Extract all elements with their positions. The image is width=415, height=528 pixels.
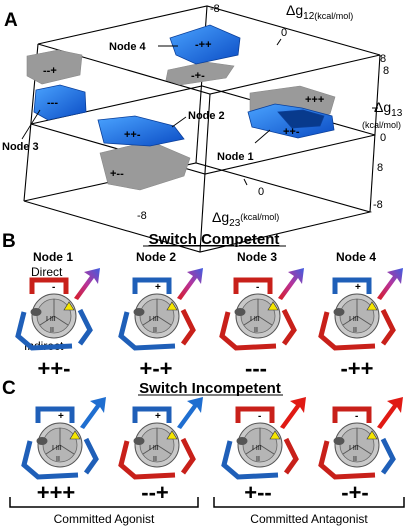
svg-text:II: II [256,456,260,463]
agonist-receptor-2: + I III II [118,397,203,480]
axis-g12-tick: 8 [380,53,386,65]
svg-text:II: II [153,456,157,463]
node-2-signs: +-+ [139,356,172,381]
octant-label: ++- [124,129,141,141]
switch-incompetent-title: Switch Incompetent [139,380,281,397]
node-heading: Node 2 [136,250,176,264]
node-4-receptor: + I III II [318,268,403,351]
node-heading: Node 4 [336,250,376,264]
node-1-signs: ++- [37,356,70,381]
octant-label: --- [47,97,58,109]
agonist-receptor-1: + I III II [21,397,106,480]
antagonist-receptor-2: - I III II [318,397,403,480]
axis-g12-tick: -8 [210,3,220,15]
node-4-label: Node 4 [109,41,147,53]
node-heading: Node 3 [237,250,277,264]
direct-label: Direct [31,265,63,279]
octant-label: -++ [195,39,212,51]
antagonist-bracket [213,497,405,508]
axis-g13-tick: -8 [373,199,383,211]
committed-signs: +++ [37,480,76,505]
octant-label: --+ [43,65,57,77]
node-2-receptor: + I III II [118,268,203,351]
svg-text:II: II [254,327,258,334]
committed-signs: --+ [141,480,169,505]
axis-g13-tick: 0 [380,132,386,144]
svg-text:I III: I III [252,445,262,452]
svg-text:+: + [155,411,161,422]
axis-g23-tick: 0 [258,186,264,198]
committed-signs: -+- [341,480,369,505]
svg-text:I III: I III [52,445,62,452]
svg-text:II: II [50,327,54,334]
antagonist-receptor-1: - I III II [221,397,306,480]
axis-g12-tick: 0 [281,27,287,39]
svg-text:-: - [258,411,261,422]
svg-text:+: + [58,411,64,422]
committed-signs: +-- [244,480,272,505]
node-heading: Node 1 [33,250,73,264]
axis-g12-label: Δg12(kcal/mol) [286,2,353,22]
axis-g13-label: Δg13 [374,99,403,119]
svg-text:+: + [355,282,361,293]
axis-ticks [243,38,378,186]
svg-text:II: II [353,327,357,334]
svg-text:-: - [256,282,259,293]
axis-g23-label: Δg23(kcal/mol) [212,209,279,229]
axis-g13-tick: 8 [383,65,389,77]
node-2-label: Node 2 [188,110,225,122]
axis-g23-tick: -8 [137,210,147,222]
panel-b-letter: B [2,231,16,252]
svg-text:I III: I III [349,445,359,452]
node-1-receptor: - I III II [15,268,100,351]
panel-c-letter: C [2,378,16,399]
committed-antagonist-label: Committed Antagonist [250,512,368,526]
node-3-label: Node 3 [2,141,39,153]
svg-text:I III: I III [349,316,359,323]
svg-text:I III: I III [250,316,260,323]
octant-label: +-- [110,168,124,180]
committed-agonist-label: Committed Agonist [54,512,155,526]
switch-competent-title: Switch Competent [149,231,280,248]
octant-label: -+- [191,70,205,82]
axis-g23-tick: 8 [377,162,383,174]
axis-g13-unit: (kcal/mol) [362,120,401,130]
svg-text:I III: I III [46,316,56,323]
svg-text:-: - [52,282,55,293]
node-pointer-lines [21,45,271,144]
svg-text:II: II [56,456,60,463]
blue-octant-shapes [33,24,335,147]
svg-text:II: II [353,456,357,463]
svg-text:II: II [153,327,157,334]
svg-text:I III: I III [149,445,159,452]
panel-a-letter: A [4,10,18,31]
node-3-receptor: - I III II [219,268,304,351]
gray-shadow-shapes [26,49,336,191]
svg-text:-: - [355,411,358,422]
octant-label: ++- [283,126,300,138]
svg-text:+: + [155,282,161,293]
svg-text:I III: I III [149,316,159,323]
agonist-bracket [9,497,199,508]
node-4-signs: -++ [340,356,373,381]
octant-label: +++ [305,94,324,106]
node-3-signs: --- [245,356,267,381]
node-1-label: Node 1 [217,151,254,163]
